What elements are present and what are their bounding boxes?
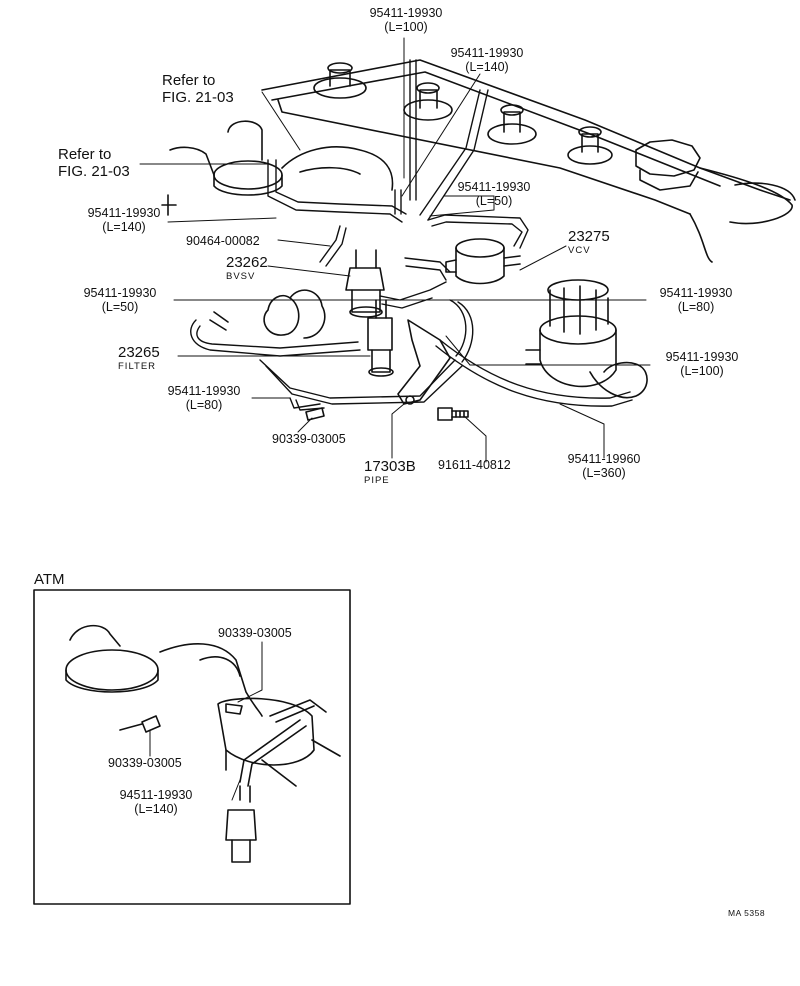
part-number: 23262 <box>226 254 268 271</box>
part-number: 95411-19960 <box>567 452 641 466</box>
fig-ref-1-line2: FIG. 21-03 <box>162 89 234 106</box>
part-name: FILTER <box>118 361 157 372</box>
callout-plug-bottom: 90339-03005 <box>272 432 346 446</box>
bolt-icon <box>437 407 469 421</box>
cover-studs <box>313 62 613 165</box>
part-number: 95411-19930 <box>665 350 739 364</box>
part-number: 95411-19930 <box>450 46 524 60</box>
fig-ref-label-1: Refer to FIG. 21-03 <box>162 72 234 106</box>
leader-lines <box>139 37 651 801</box>
part-number: 95411-19930 <box>659 286 733 300</box>
part-number: 90339-03005 <box>218 626 292 640</box>
part-number: 90339-03005 <box>272 432 346 446</box>
part-length: (L=100) <box>680 364 724 378</box>
callout-atm-plug-lower: 90339-03005 <box>108 756 182 770</box>
part-name: VCV <box>568 245 591 256</box>
part-length: (L=50) <box>475 194 513 208</box>
callout-hose-right-50: 95411-19930 (L=50) <box>448 180 540 208</box>
part-length: (L=360) <box>582 466 626 480</box>
callout-vcv: 23275 VCV <box>568 228 610 258</box>
callout-hose-left-140: 95411-19930 (L=140) <box>78 206 170 234</box>
drawing-code: MA 5358 <box>728 908 766 918</box>
part-number: 95411-19930 <box>83 286 157 300</box>
part-number: 95411-19930 <box>87 206 161 220</box>
part-number: 95411-19930 <box>457 180 531 194</box>
part-number: 90464-00082 <box>186 234 260 248</box>
callout-bvsv: 23262 BVSV <box>226 254 268 282</box>
distributor-icon <box>525 279 648 399</box>
oil-filler-cap-icon <box>635 139 701 191</box>
filter-icon <box>367 299 394 377</box>
part-number: 23265 <box>118 344 160 361</box>
part-length: (L=140) <box>102 220 146 234</box>
vacuum-hose-network <box>190 59 633 411</box>
fan-assembly <box>209 289 326 339</box>
fig-ref-1-line1: Refer to <box>162 72 216 89</box>
air-cleaner-housing <box>161 120 394 216</box>
atm-inset <box>33 589 351 905</box>
callout-bolt: 91611-40812 <box>438 458 511 472</box>
callout-hose-bottom-80: 95411-19930 (L=80) <box>158 384 250 412</box>
fig-ref-label-2: Refer to FIG. 21-03 <box>58 146 130 180</box>
part-number: 23275 <box>568 228 610 245</box>
fig-ref-2-line1: Refer to <box>58 146 112 163</box>
callout-pipe: 17303B PIPE <box>364 458 416 486</box>
callout-atm-hose-140: 94511-19930 (L=140) <box>110 788 202 816</box>
part-name: PIPE <box>364 475 390 486</box>
callout-hose-360: 95411-19960 (L=360) <box>558 452 650 480</box>
part-number: 17303B <box>364 458 416 475</box>
callout-filter: 23265 FILTER <box>118 344 160 372</box>
part-number: 95411-19930 <box>167 384 241 398</box>
callout-hose-right-80: 95411-19930 (L=80) <box>650 286 742 314</box>
callout-clip: 90464-00082 <box>186 234 260 248</box>
part-length: (L=80) <box>185 398 223 412</box>
part-length: (L=140) <box>134 802 178 816</box>
vcv-valve-icon <box>445 238 521 285</box>
callout-hose-right-100: 95411-19930 (L=100) <box>656 350 748 378</box>
callout-hose-left-50: 95411-19930 (L=50) <box>74 286 166 314</box>
part-name: BVSV <box>226 271 256 282</box>
part-number: 90339-03005 <box>108 756 182 770</box>
plug-cap-icon <box>305 407 325 421</box>
callout-hose-top-140: 95411-19930 (L=140) <box>441 46 533 74</box>
part-length: (L=80) <box>677 300 715 314</box>
engine-valve-cover <box>261 59 796 263</box>
bvsv-valve-icon <box>345 249 385 318</box>
atm-inset-title: ATM <box>34 571 65 588</box>
part-length: (L=50) <box>101 300 139 314</box>
callout-hose-top-100: 95411-19930 (L=100) <box>360 6 452 34</box>
part-length: (L=100) <box>384 20 428 34</box>
part-length: (L=140) <box>465 60 509 74</box>
part-number: 95411-19930 <box>369 6 443 20</box>
part-number: 91611-40812 <box>438 458 511 472</box>
fig-ref-2-line2: FIG. 21-03 <box>58 163 130 180</box>
part-number: 94511-19930 <box>119 788 193 802</box>
callout-atm-plug-upper: 90339-03005 <box>218 626 292 640</box>
